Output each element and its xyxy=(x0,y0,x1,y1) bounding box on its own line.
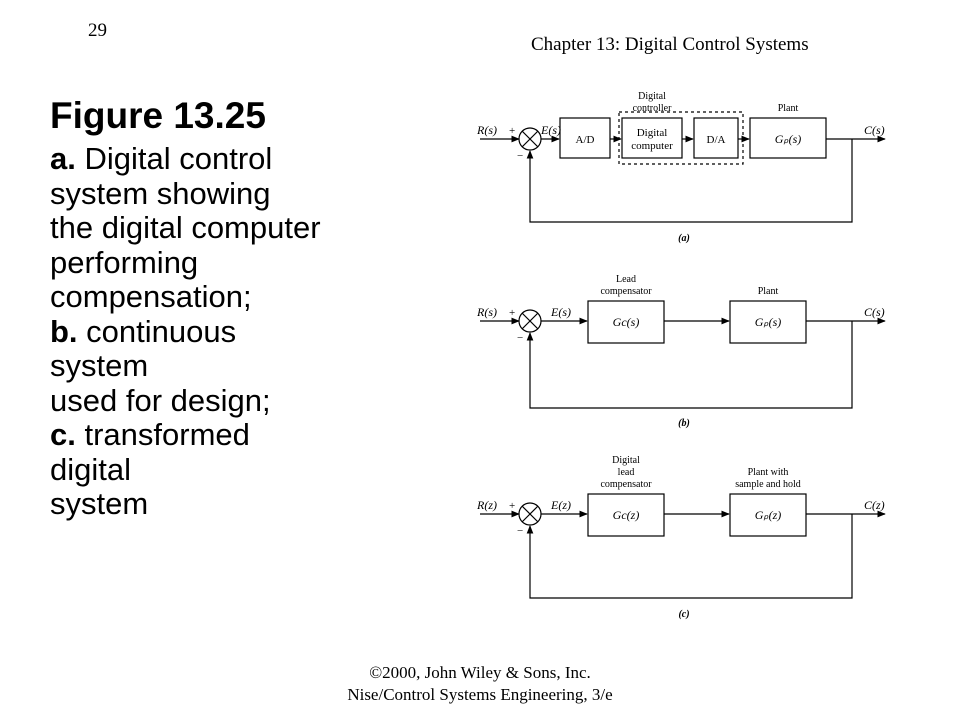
plant-transfer-function: Gₚ(z) xyxy=(755,508,781,522)
error-label: E(s) xyxy=(550,305,571,319)
diagram-a-labels: R(s) + − E(s) A/D Digital computer D/A G… xyxy=(476,91,885,244)
diagram-c xyxy=(480,493,886,599)
ad-block xyxy=(559,117,611,159)
caption-line: a. Digital control xyxy=(50,141,450,177)
minus-sign: − xyxy=(517,525,523,537)
digital-controller-boundary xyxy=(618,111,744,165)
chapter-title: Chapter 13: Digital Control Systems xyxy=(531,34,809,55)
plant-title: Plant xyxy=(758,286,779,297)
caption-line: compensation; xyxy=(50,279,252,314)
output-label: C(s) xyxy=(864,305,885,319)
caption-line: system showing xyxy=(50,175,271,211)
compensator-title: Digital xyxy=(612,455,640,466)
plant-block xyxy=(729,493,807,537)
plant-block xyxy=(729,300,807,344)
computer-label: Digital xyxy=(637,127,668,139)
book-reference: Nise/Control Systems Engineering, 3/e xyxy=(347,685,613,704)
compensator-title: compensator xyxy=(600,286,652,297)
sublabel-a: (a) xyxy=(678,233,690,244)
computer-label: computer xyxy=(631,140,673,152)
compensator-title: lead xyxy=(618,467,635,478)
caption-line: the digital computer xyxy=(50,210,321,245)
caption-line: system xyxy=(50,486,149,521)
figure-caption: Figure 13.25 a. Digital control system s… xyxy=(50,90,450,522)
error-label: E(z) xyxy=(550,498,571,512)
plant-transfer-function: Gₚ(s) xyxy=(755,315,781,329)
controller-title: Digital xyxy=(638,91,666,102)
figure-title: Figure 13.25 xyxy=(50,95,266,136)
caption-line: digital xyxy=(50,451,131,487)
plant-title: Plant with xyxy=(748,467,789,478)
diagram-b-labels: R(s) + − E(s) Gc(s) Gₚ(s) Lead compensat… xyxy=(476,274,885,429)
part-b-letter: b. xyxy=(50,313,78,349)
part-c-letter: c. xyxy=(50,417,76,452)
plant-title: Plant xyxy=(778,103,799,114)
compensator-title: Lead xyxy=(616,274,636,285)
copyright: ©2000, John Wiley & Sons, Inc. xyxy=(369,663,591,682)
page-number: 29 xyxy=(88,20,107,41)
part-a-text: Digital control xyxy=(75,141,273,176)
error-label: E(s) xyxy=(540,123,561,137)
caption-line: system xyxy=(50,348,149,383)
minus-sign: − xyxy=(517,150,523,162)
da-label: D/A xyxy=(707,134,726,146)
caption-line: c. transformed xyxy=(50,417,450,453)
input-label: R(s) xyxy=(476,305,497,319)
compensator-title: compensator xyxy=(600,479,652,490)
caption-line: used for design; xyxy=(50,382,271,418)
compensator-block xyxy=(587,300,665,344)
digital-computer-block xyxy=(621,117,683,159)
plant-transfer-function: Gₚ(s) xyxy=(775,132,801,146)
plus-sign: + xyxy=(509,500,515,512)
part-c-text: transformed xyxy=(75,417,250,452)
diagram-a xyxy=(480,111,886,223)
plus-sign: + xyxy=(509,125,515,137)
controller-title: controller xyxy=(633,103,673,114)
input-label: R(z) xyxy=(476,498,497,512)
compensator-block xyxy=(587,493,665,537)
plus-sign: + xyxy=(509,307,515,319)
input-label: R(s) xyxy=(476,123,497,137)
ad-label: A/D xyxy=(576,134,595,146)
compensator-transfer-function: Gc(s) xyxy=(613,315,640,329)
sublabel-b: (b) xyxy=(678,418,690,429)
part-a-letter: a. xyxy=(50,141,76,176)
da-block xyxy=(693,117,739,159)
compensator-transfer-function: Gc(z) xyxy=(613,508,640,522)
diagram-b xyxy=(480,300,886,409)
part-b-text: continuous xyxy=(77,313,237,349)
sublabel-c: (c) xyxy=(678,609,689,620)
diagram-c-labels: R(z) + − E(z) Gc(z) Gₚ(z) Digital lead c… xyxy=(476,455,885,620)
output-label: C(s) xyxy=(864,123,885,137)
caption-line: b. continuous xyxy=(50,313,450,350)
minus-sign: − xyxy=(517,332,523,344)
caption-line: performing xyxy=(50,244,199,280)
footer: ©2000, John Wiley & Sons, Inc. Nise/Cont… xyxy=(0,662,960,706)
output-label: C(z) xyxy=(864,498,885,512)
plant-title: sample and hold xyxy=(735,479,801,490)
plant-block xyxy=(749,117,827,159)
